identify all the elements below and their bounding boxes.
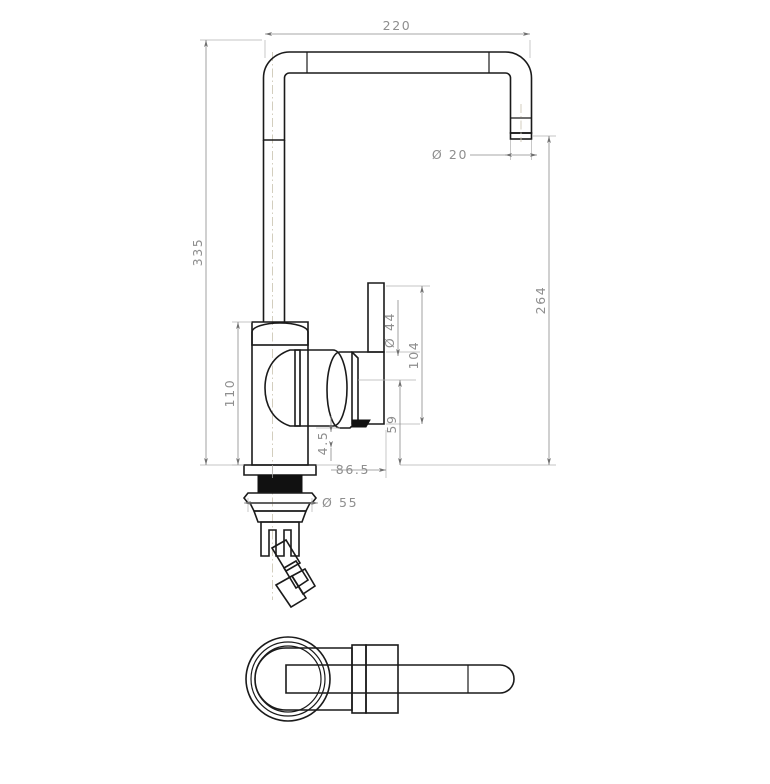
- dim-264-text: 264: [533, 286, 548, 315]
- dimension-base-diameter: Ø 55: [244, 495, 358, 512]
- dim-d44-text: Ø 44: [382, 312, 397, 348]
- connector-upper-nut: [270, 538, 302, 573]
- plan-lever-arm: [285, 664, 515, 694]
- spout-outline: [262, 51, 533, 141]
- hose-connector: [270, 538, 317, 609]
- plan-view: [245, 636, 515, 722]
- dim-110-text: 110: [222, 379, 237, 408]
- dim-865-text: 86.5: [336, 462, 370, 477]
- connector-end-fitting: [290, 567, 317, 596]
- dimension-spout-reach: 220: [264, 18, 531, 58]
- lever-stem: [367, 282, 385, 353]
- spout-assembly: [262, 51, 533, 322]
- dimension-handle-top-height: 104: [386, 285, 430, 424]
- dim-104-text: 104: [406, 341, 421, 370]
- dimension-handle-pivot-height: 59: [358, 379, 416, 465]
- connector-mid-shaft: [282, 559, 310, 590]
- dim-45-text: 4.5: [315, 431, 330, 456]
- base-gasket: [257, 474, 303, 494]
- dimension-overall-height: 335: [190, 39, 262, 466]
- shank-slotted: [260, 521, 300, 557]
- base-flange: [243, 464, 317, 476]
- dimension-handle-projection: 86.5: [272, 430, 387, 478]
- lever-shadow-notch: [351, 419, 371, 428]
- body-top-cap: [251, 322, 309, 346]
- plan-base-outer-circle: [245, 636, 331, 722]
- plan-lever-hub: [254, 647, 353, 711]
- dim-d55-text: Ø 55: [322, 495, 358, 510]
- dim-335-text: 335: [190, 238, 205, 267]
- dim-59-text: 59: [384, 414, 399, 433]
- shank-taper: [252, 510, 308, 523]
- dimension-lever-diameter: Ø 44: [382, 300, 420, 425]
- front-elevation-view: 220 Ø 20 335 110 264: [190, 18, 556, 609]
- plan-collar-b: [365, 644, 399, 714]
- connector-hex-nut: [274, 574, 308, 609]
- dim-d20-text: Ø 20: [432, 147, 468, 162]
- dimension-body-height: 110: [222, 321, 252, 466]
- plan-base-mid-circle: [250, 641, 326, 717]
- dimension-outlet-diameter: Ø 20: [432, 140, 537, 162]
- cartridge-dome-left: [264, 349, 301, 427]
- dimension-base-offset: 4.5: [315, 416, 340, 466]
- dim-220-text: 220: [383, 18, 412, 33]
- dimension-outlet-height: 264: [400, 135, 556, 466]
